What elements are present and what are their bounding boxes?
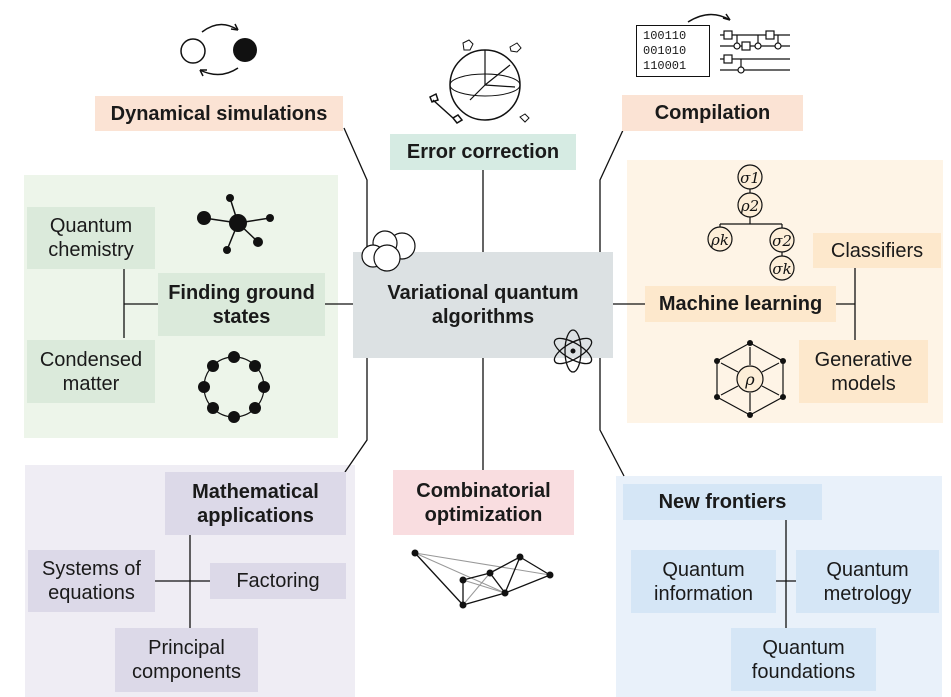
cloud-icon	[361, 230, 416, 272]
classifiers-box: Classifiers	[813, 233, 941, 268]
mathematical-applications-label: Mathematical applications	[192, 480, 319, 527]
sigma1-label: σ1	[740, 169, 760, 187]
line-compilation	[599, 127, 625, 252]
factoring-box: Factoring	[210, 563, 346, 599]
new-frontiers-label: New frontiers	[658, 491, 787, 513]
sigma2-label: σ2	[772, 232, 792, 250]
bit-row: 001010	[643, 44, 687, 58]
graph-network-icon	[411, 549, 554, 609]
new-frontiers-box: New frontiers	[623, 484, 822, 520]
bit-row: 110001	[643, 59, 687, 73]
quantum-metrology-box: Quantum metrology	[796, 550, 939, 613]
sigmak-label: σk	[772, 260, 791, 278]
quantum-foundations-box: Quantum foundations	[731, 628, 876, 691]
condensed-matter-box: Condensed matter	[27, 340, 155, 403]
quantum-metrology-label: Quantum metrology	[823, 558, 912, 605]
lattice-ring-icon	[198, 351, 270, 423]
compilation-box: Compilation	[622, 95, 803, 131]
systems-of-equations-label: Systems of equations	[42, 558, 141, 604]
dynamical-simulations-label: Dynamical simulations	[110, 102, 328, 125]
line-math	[344, 358, 368, 473]
machine-learning-label: Machine learning	[658, 293, 823, 315]
molecule-icon	[197, 194, 274, 254]
systems-of-equations-box: Systems of equations	[28, 550, 155, 612]
compilation-label: Compilation	[654, 102, 771, 124]
center-label: Variational quantum algorithms	[387, 282, 579, 328]
rho2-label: ρ2	[740, 197, 759, 215]
quantum-foundations-label: Quantum foundations	[751, 636, 856, 683]
combinatorial-optimization-box: Combinatorial optimization	[393, 470, 574, 535]
principal-components-box: Principal components	[115, 628, 258, 692]
bit-row: 100110	[643, 29, 687, 43]
combinatorial-optimization-label: Combinatorial optimization	[416, 479, 551, 526]
condensed-matter-label: Condensed matter	[39, 348, 143, 395]
state-swap-icon	[180, 23, 257, 77]
generative-hexagon-icon: ρ	[714, 340, 786, 418]
line-dynamical	[343, 127, 368, 252]
dynamical-simulations-box: Dynamical simulations	[95, 96, 343, 131]
error-correction-label: Error correction	[406, 141, 560, 163]
line-new-frontiers	[599, 358, 625, 477]
tree-diagram-icon: σ1 ρ2 ρk σ2 σk	[707, 164, 795, 281]
mathematical-applications-box: Mathematical applications	[165, 472, 346, 535]
quantum-information-label: Quantum information	[654, 558, 753, 605]
quantum-chemistry-label: Quantum chemistry	[48, 215, 134, 261]
finding-ground-states-label: Finding ground states	[168, 281, 315, 328]
bit-matrix: 100110 001010 110001	[636, 25, 710, 77]
classifiers-label: Classifiers	[830, 239, 924, 262]
rho-label: ρ	[744, 370, 755, 389]
factoring-label: Factoring	[236, 570, 320, 592]
generative-models-label: Generative models	[814, 348, 913, 395]
quantum-chemistry-box: Quantum chemistry	[27, 207, 155, 269]
finding-ground-states-box: Finding ground states	[158, 273, 325, 336]
generative-models-box: Generative models	[799, 340, 928, 403]
bloch-sphere-wrench-icon	[429, 39, 530, 124]
machine-learning-box: Machine learning	[645, 286, 836, 322]
rhok-label: ρk	[710, 231, 729, 249]
quantum-information-box: Quantum information	[631, 550, 776, 613]
atom-icon	[553, 329, 593, 373]
quantum-circuit-icon	[687, 13, 790, 74]
principal-components-label: Principal components	[132, 637, 241, 683]
error-correction-box: Error correction	[390, 134, 576, 170]
